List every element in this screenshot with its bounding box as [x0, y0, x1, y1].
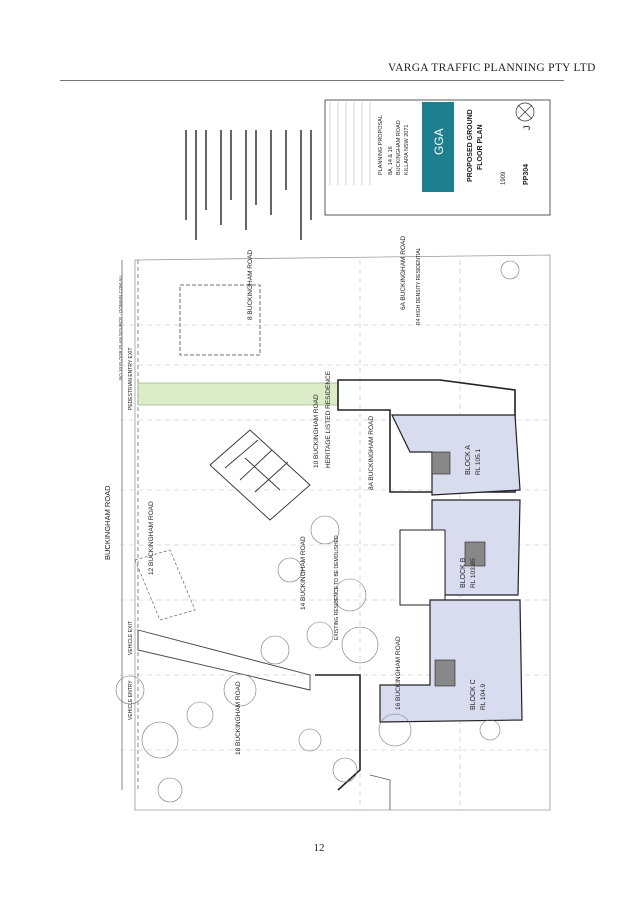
lot-label-8: 8 BUCKINGHAM ROAD — [247, 250, 254, 320]
gga-logo-text: GGA — [432, 128, 446, 155]
title-block-drawing-title-1: PROPOSED GROUND — [467, 109, 474, 182]
note-existing-residence: EXISTING RESIDENCE TO BE DEMOLISHED — [334, 535, 340, 640]
lot-label-6a-zoning: R4 HIGH DENSITY RESIDENTIAL — [416, 247, 422, 325]
block-b-podium — [399, 529, 446, 606]
lot-label-10-note: HERITAGE LISTED RESIDENCE — [325, 370, 332, 468]
title-block-address-2: BUCKINGHAM ROAD — [396, 120, 402, 175]
title-block — [324, 99, 551, 216]
title-block-address-1: 8A, 14 & 16 — [388, 146, 394, 175]
note-vehicle-entry: VEHICLE ENTRY — [128, 680, 134, 720]
header-rule — [60, 80, 564, 81]
block-c-core — [434, 659, 456, 687]
title-block-job-no: 1909 — [501, 171, 507, 185]
note-floor-plan-source: NO 10 FLOOR PLAN SOURCE - DOMAIN.COM.AU — [118, 275, 123, 380]
area-schedule — [185, 130, 312, 240]
title-block-drawing-title-2: FLOOR PLAN — [477, 125, 484, 171]
north-arrow-icon — [515, 102, 535, 122]
trees — [115, 260, 520, 803]
landscape-strip — [137, 382, 339, 406]
house-12-outline — [134, 549, 196, 621]
lot-label-16: 16 BUCKINGHAM ROAD — [395, 636, 402, 710]
site-boundary — [134, 254, 551, 811]
block-b-core — [464, 541, 486, 567]
title-block-drawing-no: PP304 — [523, 164, 530, 185]
page-number: 12 — [313, 842, 325, 854]
lot-label-14: 14 BUCKINGHAM ROAD — [300, 536, 307, 610]
block-c-label: BLOCK C — [470, 679, 477, 710]
gga-logo-panel — [422, 102, 454, 192]
lot-label-6a: 6A BUCKINGHAM ROAD — [400, 236, 407, 310]
street-label-buckingham-road: BUCKINGHAM ROAD — [103, 485, 112, 560]
lot-label-18: 18 BUCKINGHAM ROAD — [235, 681, 242, 755]
note-pedestrian-entry: PEDESTRIAN ENTRY EXIT — [128, 347, 134, 410]
lot-label-10: 10 BUCKINGHAM ROAD — [313, 394, 320, 468]
site-plan-drawing: BUCKINGHAM ROAD 8 BUCKINGHAM ROAD 6A BUC… — [60, 90, 560, 830]
title-block-revision: J — [522, 126, 532, 131]
block-a-core — [431, 451, 451, 475]
block-b-label: BLOCK B — [460, 557, 467, 588]
title-block-address-3: KILLARA NSW 2071 — [404, 125, 410, 175]
report-header: VARGA TRAFFIC PLANNING PTY LTD — [388, 62, 596, 74]
block-a-label: BLOCK A — [465, 445, 472, 475]
lot-label-8a: 8A BUCKINGHAM ROAD — [368, 416, 375, 490]
block-a-footprint — [391, 414, 521, 496]
title-block-project: PLANNING PROPOSAL — [378, 115, 384, 175]
note-vehicle-exit: VEHICLE EXIT — [128, 621, 134, 655]
driveway — [137, 629, 311, 691]
block-a-rl: RL 105.1 — [475, 448, 482, 475]
block-b-rl: RL 103.85 — [470, 558, 477, 588]
lot-label-12: 12 BUCKINGHAM ROAD — [148, 501, 155, 575]
block-c-rl: RL 104.9 — [480, 683, 487, 710]
heritage-residence-outline — [209, 429, 311, 521]
house-8-outline — [179, 284, 261, 356]
